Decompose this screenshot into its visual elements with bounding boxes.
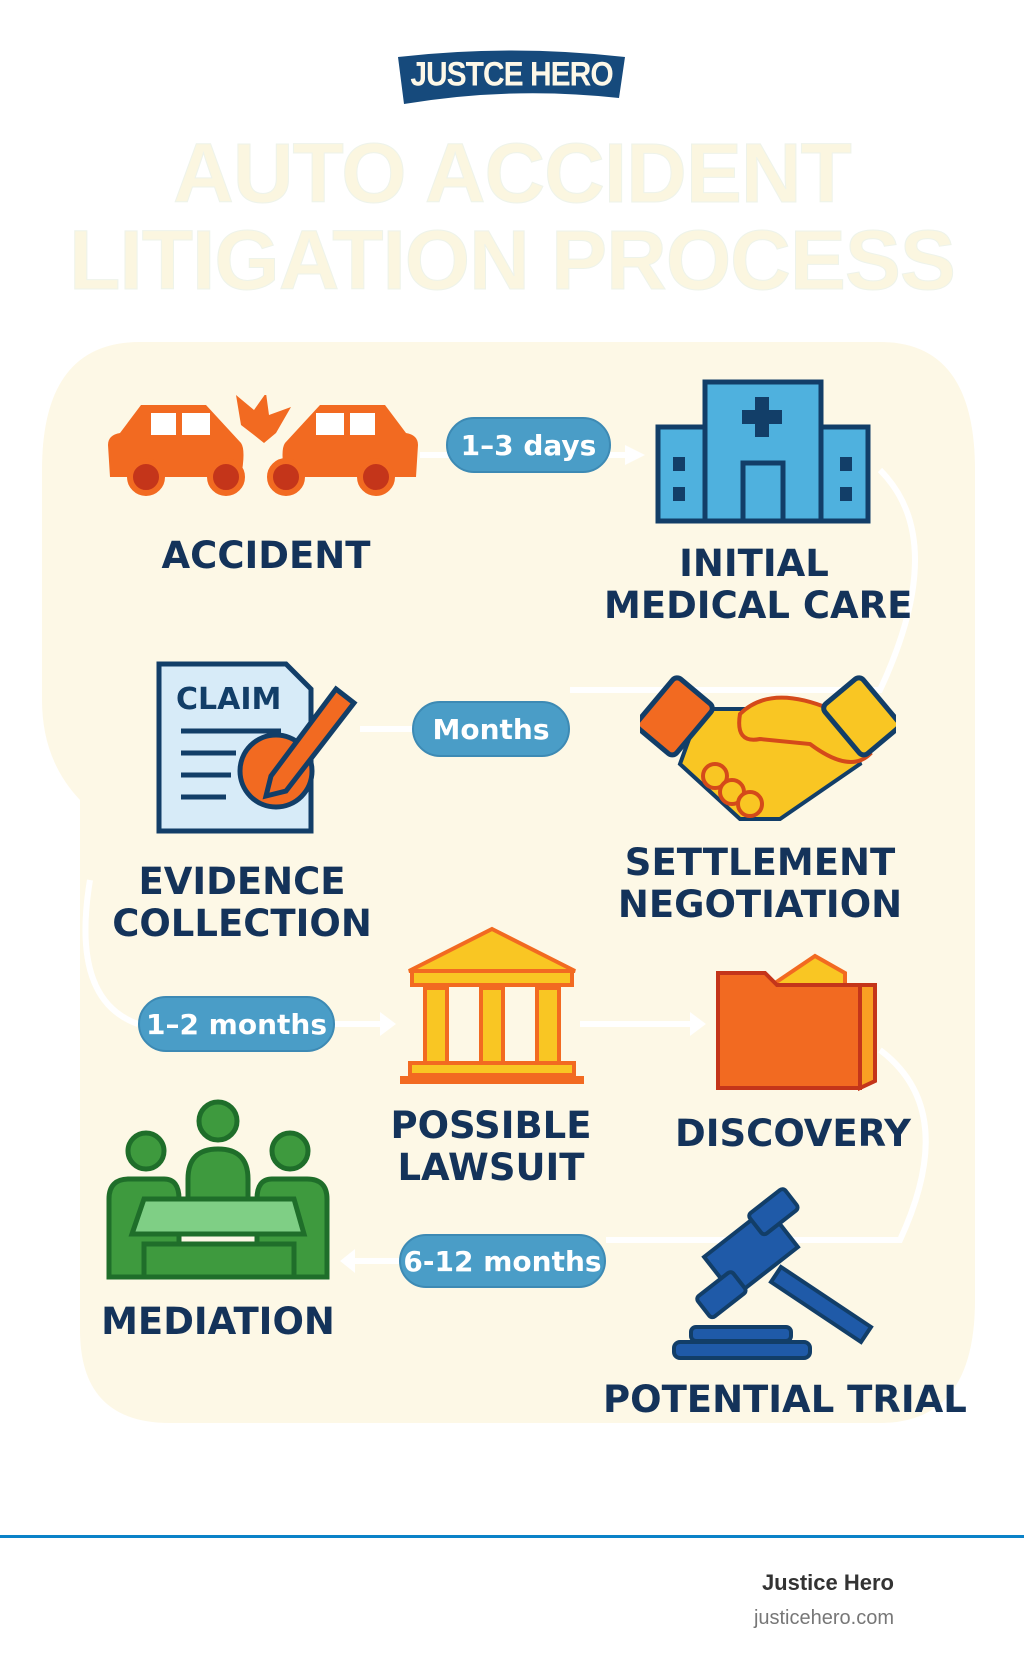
step-label-mediation: MEDIATION: [101, 1300, 335, 1343]
meeting-icon: [106, 1099, 330, 1280]
claim-document-icon: CLAIM: [156, 661, 358, 834]
courthouse-icon: [400, 926, 584, 1084]
duration-pill: 6-12 months: [399, 1234, 606, 1288]
handshake-icon: [640, 675, 896, 821]
logo-text: JUSTCE HERO: [410, 55, 613, 94]
duration-pill: 1–3 days: [446, 417, 611, 473]
hospital-icon: [655, 379, 871, 524]
gavel-icon: [672, 1187, 874, 1360]
folder-icon: [716, 953, 877, 1092]
step-label-discovery: DISCOVERY: [675, 1112, 911, 1155]
title-line-2: LITIGATION PROCESS: [69, 213, 957, 308]
step-label-accident: ACCIDENT: [161, 534, 371, 577]
logo: JUSTCE HERO: [396, 50, 627, 104]
claim-text: CLAIM: [176, 682, 281, 717]
footer-divider: [0, 1535, 1024, 1538]
footer-brand-name: Justice Hero: [761, 1570, 894, 1595]
duration-pill: 1–2 months: [138, 996, 335, 1052]
title-line-1: AUTO ACCIDENT: [173, 126, 853, 221]
footer-url[interactable]: justicehero.com: [753, 1607, 894, 1629]
duration-pill: Months: [412, 701, 570, 757]
step-label-potential-trial: POTENTIAL TRIAL: [603, 1378, 967, 1421]
car-crash-icon: [108, 395, 418, 496]
